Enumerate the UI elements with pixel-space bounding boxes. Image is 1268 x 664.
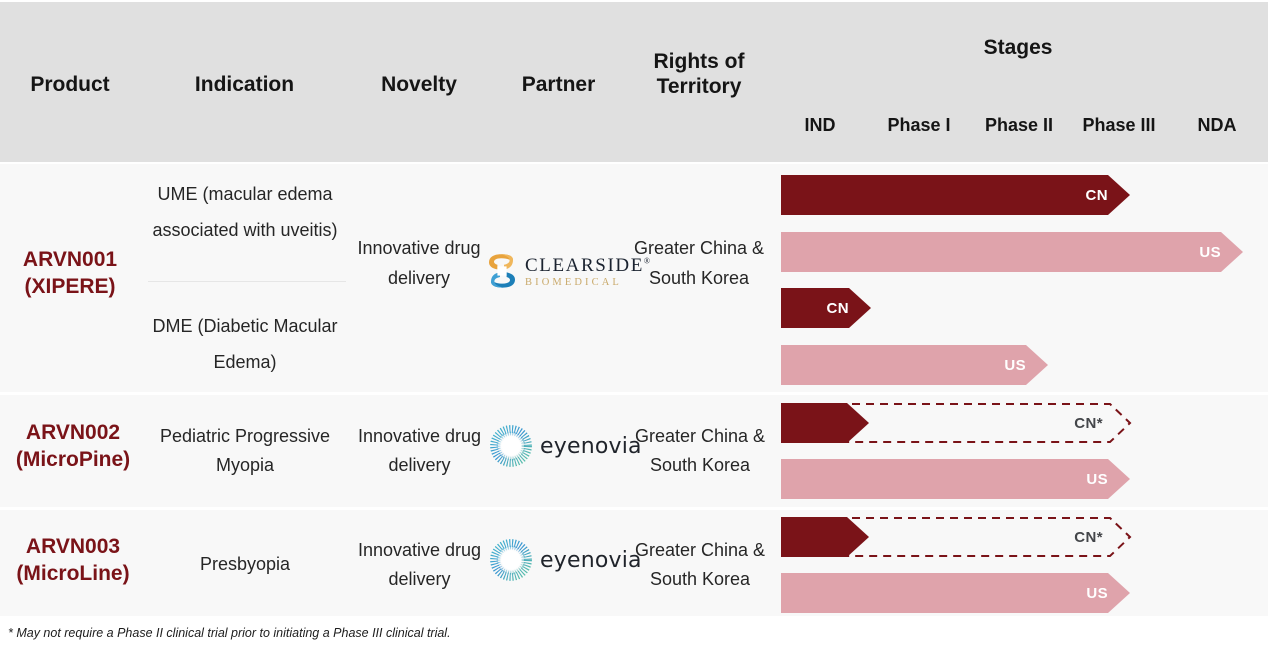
stage-bar-us: US bbox=[781, 459, 1130, 499]
stage-bar-label: CN* bbox=[1074, 528, 1103, 546]
row-divider bbox=[0, 392, 1268, 395]
stage-header-nda: NDA bbox=[1197, 115, 1237, 135]
stage-header-phase-3: Phase III bbox=[1082, 115, 1156, 135]
stage-header-ind: IND bbox=[804, 115, 836, 135]
product-name-arvn001: ARVN001 (XIPERE) bbox=[22, 248, 118, 298]
stage-bar-cn: CN bbox=[781, 288, 871, 328]
column-header-stages: Stages bbox=[983, 36, 1053, 59]
eyenovia-wordmark: eyenovia bbox=[540, 548, 642, 573]
territory-arvn002: Greater China & South Korea bbox=[634, 426, 766, 476]
eyenovia-ring-icon bbox=[490, 539, 532, 581]
novelty-arvn001: Innovative drug delivery bbox=[357, 238, 481, 288]
product-name-arvn002: ARVN002 (MicroPine) bbox=[15, 421, 131, 471]
stage-bar-label: US bbox=[1086, 584, 1108, 602]
table-body: ARVN001 (XIPERE) UME (macular edema asso… bbox=[0, 164, 1268, 616]
table-row: ARVN003 (MicroLine) Presbyopia Innovativ… bbox=[0, 510, 1268, 616]
column-header-partner: Partner bbox=[521, 73, 596, 96]
clearside-subtitle: BIOMEDICAL bbox=[525, 277, 622, 288]
indication-divider bbox=[148, 281, 346, 282]
footnote: * May not require a Phase II clinical tr… bbox=[8, 626, 451, 640]
indication-dme: DME (Diabetic Macular Edema) bbox=[152, 316, 338, 372]
clearside-name: CLEARSIDE® bbox=[525, 255, 652, 276]
novelty-arvn003: Innovative drug delivery bbox=[357, 540, 482, 590]
arrow-shape bbox=[781, 232, 1243, 272]
column-header-indication: Indication bbox=[194, 73, 295, 96]
stage-bar-label: US bbox=[1199, 243, 1221, 261]
stage-bar-label: US bbox=[1004, 356, 1026, 374]
eyenovia-wordmark: eyenovia bbox=[540, 434, 642, 459]
column-header-territory: Rights of Territory bbox=[653, 50, 745, 98]
arrow-shape bbox=[781, 459, 1130, 499]
table-header: Product Indication Novelty Partner Right… bbox=[0, 2, 1268, 162]
arrow-shape bbox=[781, 288, 871, 328]
arrow-shape bbox=[781, 573, 1130, 613]
arrow-shape bbox=[781, 345, 1048, 385]
clearside-logo: CLEARSIDE® BIOMEDICAL bbox=[487, 251, 650, 293]
eyenovia-ring-icon bbox=[490, 425, 532, 467]
stage-header-phase-2: Phase II bbox=[984, 115, 1054, 135]
eyenovia-logo: eyenovia bbox=[490, 536, 642, 588]
stage-bar-cn-projected: CN* bbox=[781, 403, 1133, 443]
stage-bar-us: US bbox=[781, 232, 1243, 272]
arrow-shape bbox=[781, 403, 1132, 443]
territory-arvn003: Greater China & South Korea bbox=[634, 540, 766, 590]
indication-arvn002: Pediatric Progressive Myopia bbox=[159, 426, 331, 476]
indication-arvn003: Presbyopia bbox=[199, 554, 291, 574]
indication-ume: UME (macular edema associated with uveit… bbox=[152, 184, 338, 240]
novelty-arvn002: Innovative drug delivery bbox=[357, 426, 482, 476]
stage-bar-label: CN bbox=[1085, 186, 1108, 204]
stage-bar-us: US bbox=[781, 345, 1048, 385]
table-row: ARVN002 (MicroPine) Pediatric Progressiv… bbox=[0, 395, 1268, 507]
column-header-novelty: Novelty bbox=[381, 73, 457, 96]
territory-arvn001: Greater China & South Korea bbox=[633, 238, 765, 288]
table-row: ARVN001 (XIPERE) UME (macular edema asso… bbox=[0, 164, 1268, 392]
clearside-wordmark: CLEARSIDE® BIOMEDICAL bbox=[525, 256, 652, 289]
column-header-product: Product bbox=[30, 73, 110, 96]
stage-bar-cn: CN bbox=[781, 175, 1130, 215]
eyenovia-logo: eyenovia bbox=[490, 422, 642, 474]
stage-bar-cn-projected: CN* bbox=[781, 517, 1133, 557]
product-name-arvn003: ARVN003 (MicroLine) bbox=[16, 535, 130, 585]
stage-bar-label: CN bbox=[826, 299, 849, 317]
arrow-shape bbox=[781, 517, 1132, 557]
stage-bar-us: US bbox=[781, 573, 1130, 613]
arrow-shape bbox=[781, 175, 1130, 215]
stage-bar-label: US bbox=[1086, 470, 1108, 488]
row-divider bbox=[0, 507, 1268, 510]
stage-header-phase-1: Phase I bbox=[887, 115, 951, 135]
clearside-mark-icon bbox=[489, 254, 515, 288]
stage-bar-label: CN* bbox=[1074, 414, 1103, 432]
